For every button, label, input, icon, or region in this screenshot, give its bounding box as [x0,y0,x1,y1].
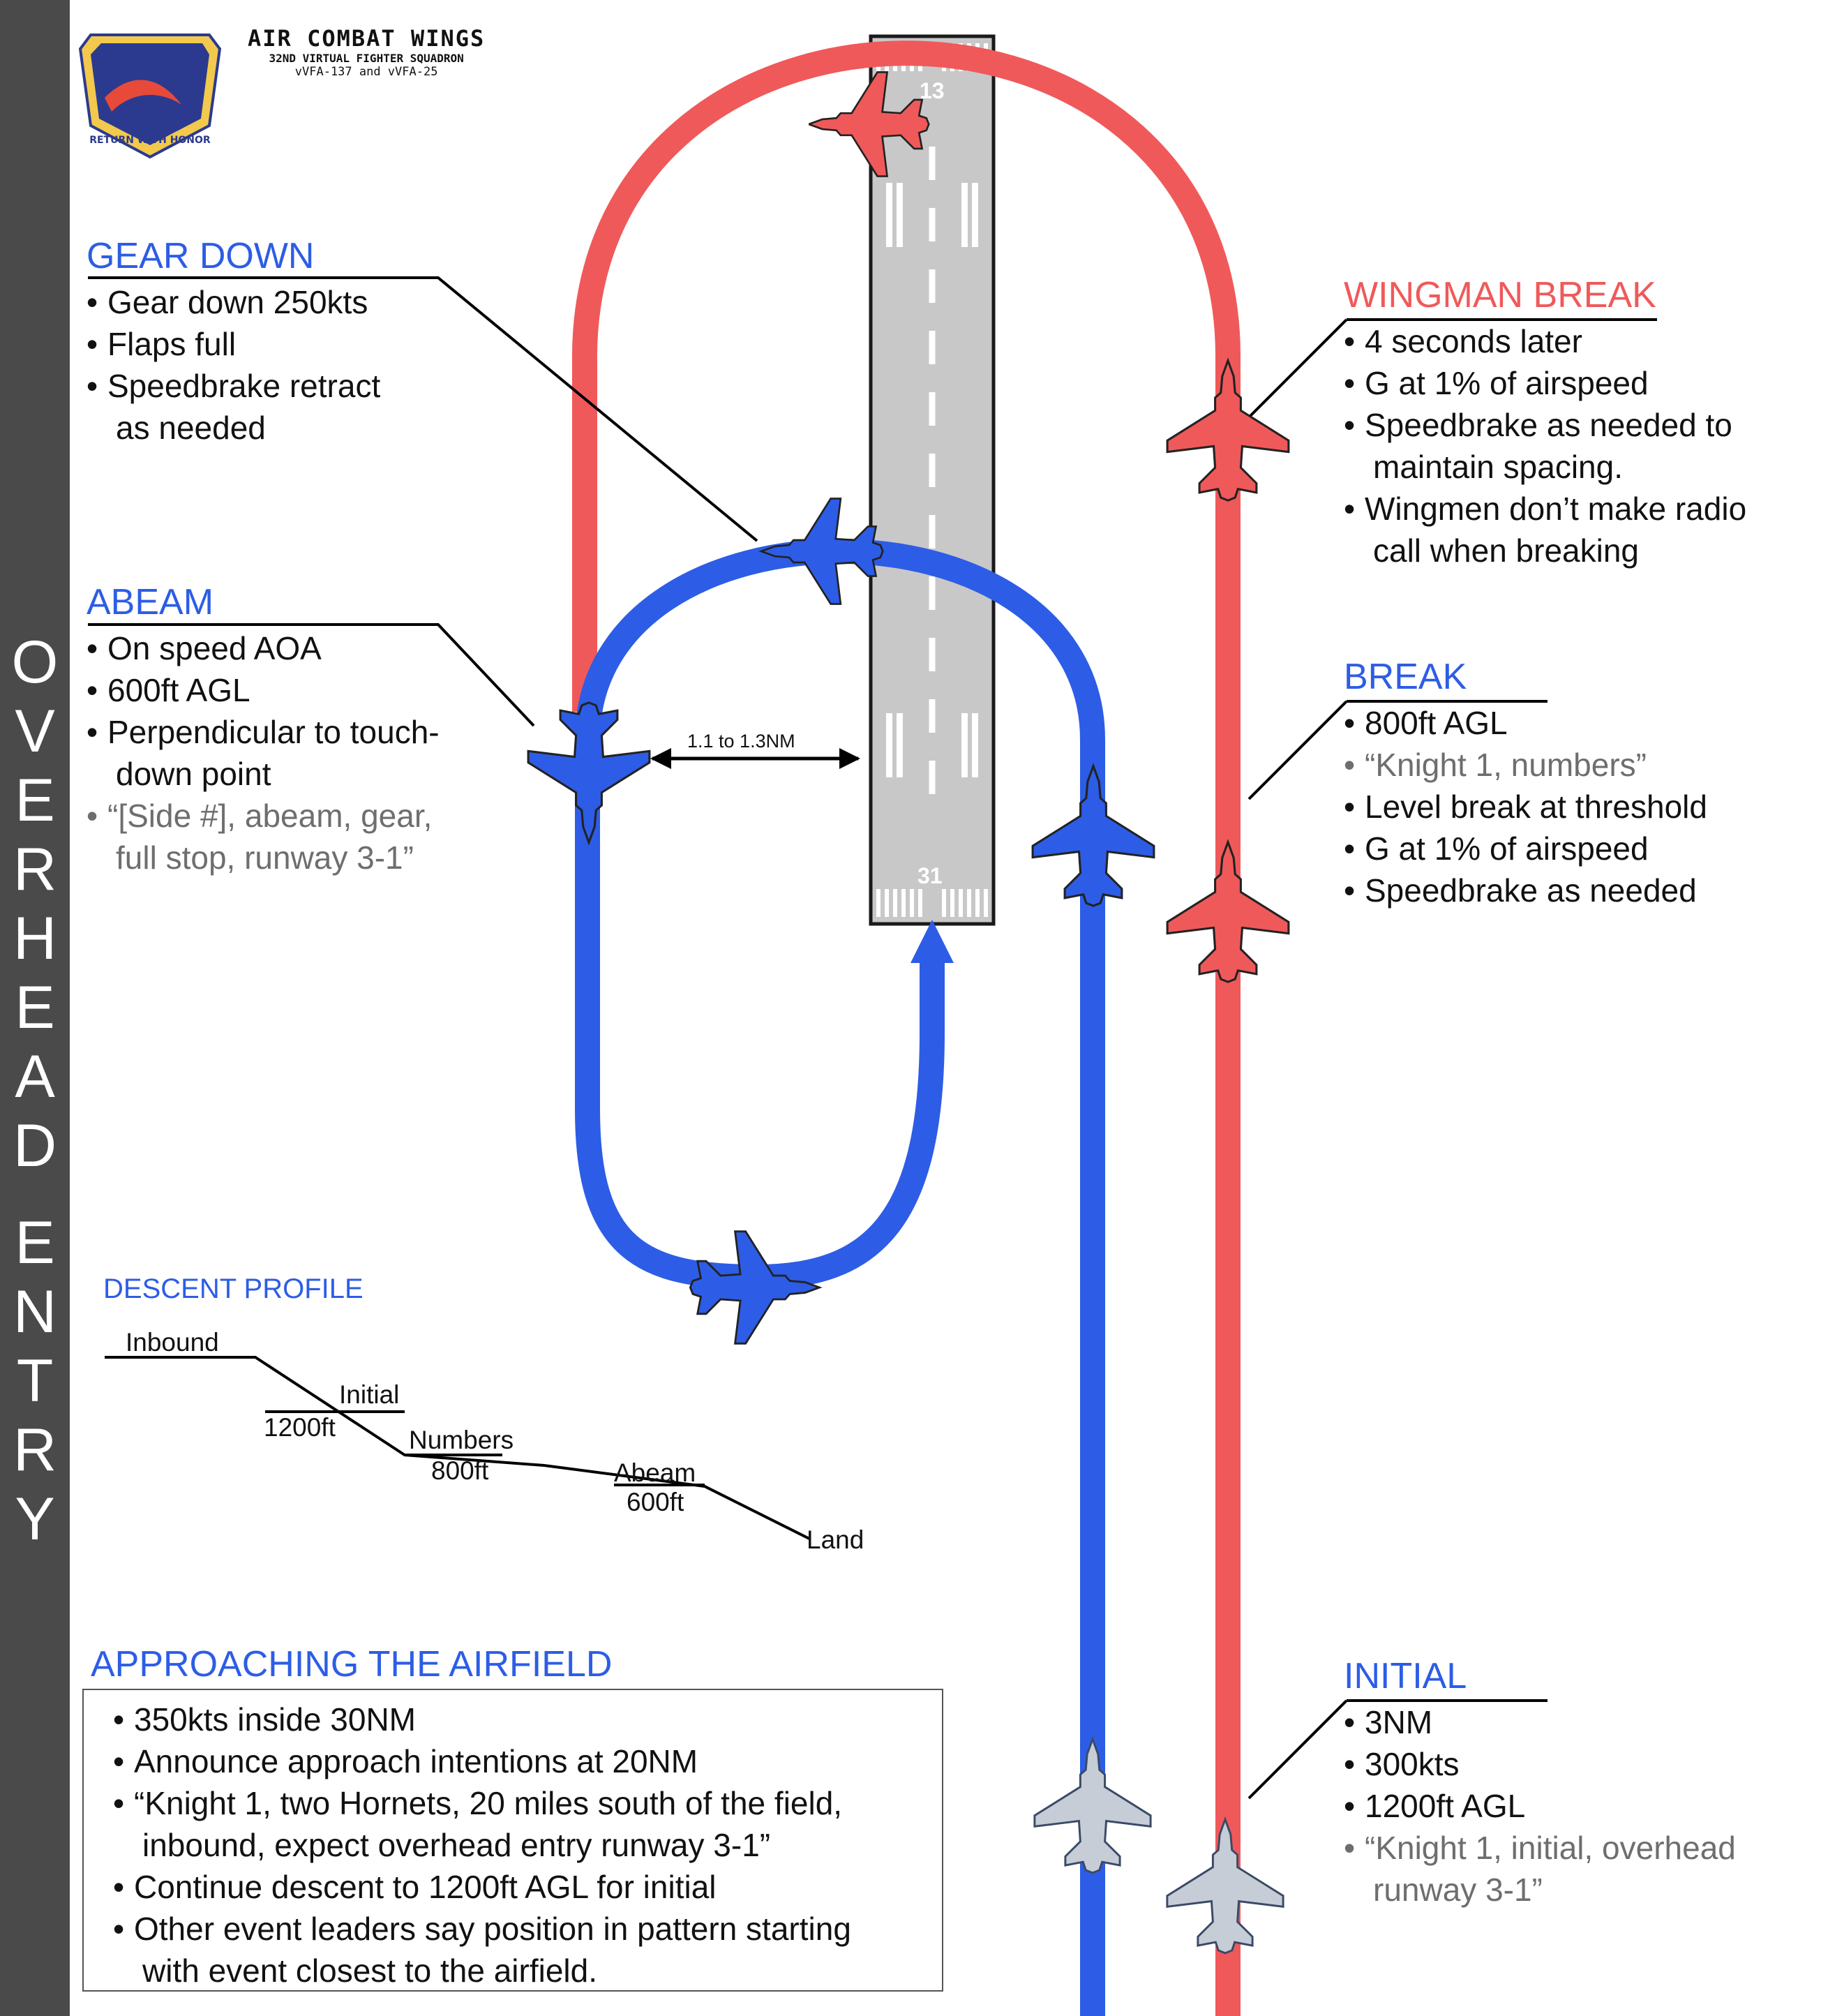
grey-jet-wing-icon [1166,1818,1284,1955]
wingman-path [571,40,1241,2016]
sidebar: O V E R H E A D E N T R Y [0,0,70,2016]
break-item: Level break at threshold [1344,786,1707,828]
initial-item: 1200ft AGL [1344,1785,1736,1827]
wingman-break-item: Wingmen don’t make radio [1344,488,1746,530]
approach-item: Announce approach intentions at 20NM [113,1740,851,1782]
leader-path [575,539,1105,2016]
logo-motto: RETURN WITH HONOR [89,135,211,146]
distance-label: 1.1 to 1.3NM [687,731,795,752]
grey-jet-lead-icon [1033,1738,1152,1874]
blue-jet-break-icon [1031,765,1155,907]
blue-jet-base-icon [689,1230,820,1345]
abeam-radio-line-2: full stop, runway 3-1” [116,839,414,876]
title-letter: O [11,629,59,696]
descent-numbers: Numbers [409,1426,514,1454]
descent-inbound: Inbound [126,1328,219,1357]
initial-item: 3NM [1344,1701,1736,1743]
descent-land: Land [807,1525,864,1554]
gear-down-item: Flaps full [87,323,380,365]
initial-item: 300kts [1344,1743,1736,1785]
abeam-radio-line-1: “[Side #], abeam, gear, [87,795,440,837]
red-jet-break-icon [1166,359,1290,502]
initial-radio-line-1: “Knight 1, initial, overhead [1344,1827,1736,1869]
runway-number-top: 13 [920,78,945,103]
abeam-item: down point [116,756,271,792]
title-letter: E [15,767,55,834]
descent-abeam: Abeam [614,1458,696,1487]
break-radio: “Knight 1, numbers” [1344,744,1707,786]
break-title: BREAK [1344,657,1467,697]
approach-item: inbound, expect overhead entry runway 3-… [142,1827,771,1863]
approach-item: Continue descent to 1200ft AGL for initi… [113,1866,851,1908]
gear-down-item: Gear down 250kts [87,281,380,323]
gear-down-item: as needed [116,410,266,446]
approach-box: 350kts inside 30NM Announce approach int… [82,1689,943,1992]
header-title: AIR COMBAT WINGS [248,25,486,52]
gear-down-title: GEAR DOWN [87,236,315,276]
descent-initial-alt: 1200ft [264,1413,336,1442]
title-letter: H [13,905,57,972]
descent-abeam-alt: 600ft [627,1488,684,1516]
initial-title: INITIAL [1344,1656,1467,1696]
approach-item: 350kts inside 30NM [113,1698,851,1740]
approach-item: “Knight 1, two Hornets, 20 miles south o… [113,1782,851,1824]
approach-title-block: APPROACHING THE AIRFIELD [91,1643,612,1685]
approach-item: Other event leaders say position in patt… [113,1908,851,1950]
header-subtitle: 32ND VIRTUAL FIGHTER SQUADRON [269,52,464,65]
initial-block: INITIAL 3NM 300kts 1200ft AGL “Knight 1,… [1344,1655,1736,1911]
header: AIR COMBAT WINGS 32ND VIRTUAL FIGHTER SQ… [248,25,485,79]
title-letter: R [13,1417,57,1484]
title-letter: E [15,1209,55,1276]
vertical-title: O V E R H E A D E N T R Y [0,628,70,1554]
abeam-item: On speed AOA [87,627,440,669]
final-arrow-head [910,920,954,963]
initial-radio-line-2: runway 3-1” [1373,1872,1543,1908]
gear-down-item: Speedbrake retract [87,365,380,407]
wingman-break-item: G at 1% of airspeed [1344,362,1746,404]
break-item: Speedbrake as needed [1344,869,1707,911]
callout-lines [88,276,1657,1800]
break-item: G at 1% of airspeed [1344,828,1707,869]
approach-title: APPROACHING THE AIRFIELD [91,1644,613,1685]
approach-list: 350kts inside 30NM Announce approach int… [113,1694,851,1992]
wingman-break-item: 4 seconds later [1344,320,1746,362]
approach-item: with event closest to the airfield. [142,1952,597,1989]
descent-initial: Initial [339,1380,400,1409]
header-units: vVFA-137 and vVFA-25 [294,65,438,79]
wingman-break-item: maintain spacing. [1373,449,1623,485]
squadron-logo: RETURN WITH HONOR [78,33,222,159]
descent-profile-line [105,1356,810,1540]
runway [869,34,996,926]
gear-down-block: GEAR DOWN Gear down 250kts Flaps full Sp… [87,235,380,449]
red-jet-initial-icon [1166,841,1290,983]
title-letter: Y [15,1486,55,1553]
runway-number-bottom: 31 [917,863,943,888]
abeam-title: ABEAM [87,582,214,622]
title-letter: A [15,1043,55,1110]
blue-jet-abeam-icon [527,701,651,844]
title-letter: E [15,974,55,1041]
break-item: 800ft AGL [1344,702,1707,744]
break-block: BREAK 800ft AGL “Knight 1, numbers” Leve… [1344,656,1707,911]
title-letter: V [15,698,55,765]
descent-profile-title: DESCENT PROFILE [103,1274,364,1304]
threshold-stripes-bottom [876,889,988,917]
wingman-break-item: call when breaking [1373,532,1640,569]
wingman-break-block: WINGMAN BREAK 4 seconds later G at 1% of… [1344,274,1746,572]
title-letter: N [13,1278,57,1345]
abeam-item: Perpendicular to touch- [87,711,440,753]
title-letter: R [13,836,57,903]
abeam-item: 600ft AGL [87,669,440,711]
blue-jet-downwind-icon [760,497,884,606]
title-letter: T [16,1347,54,1414]
descent-numbers-alt: 800ft [431,1456,489,1485]
title-letter: D [13,1112,57,1179]
wingman-break-title: WINGMAN BREAK [1344,275,1656,315]
abeam-block: ABEAM On speed AOA 600ft AGL Perpendicul… [87,581,440,879]
wingman-break-item: Speedbrake as needed to [1344,404,1746,446]
